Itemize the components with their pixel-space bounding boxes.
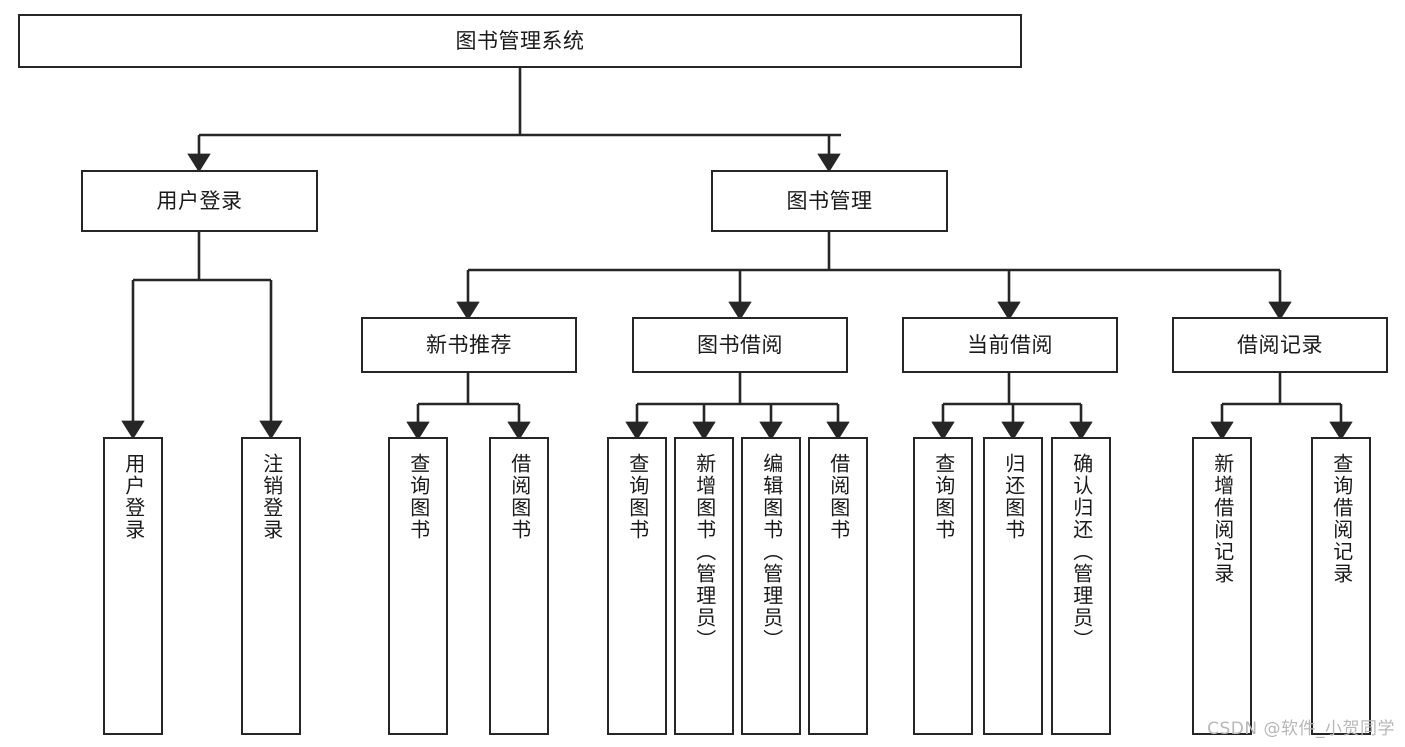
node-label: 图书管理系统 [455, 28, 585, 53]
node-root-system[interactable]: 图书管理系统 [18, 14, 1022, 68]
node-label: 归还图书 [1001, 453, 1026, 541]
node-book-borrow[interactable]: 图书借阅 [632, 317, 848, 373]
node-label: 借阅图书 [507, 453, 532, 541]
node-leaf-borrow-book[interactable]: 借阅图书 [808, 437, 868, 735]
node-label: 图书管理 [786, 188, 873, 213]
node-leaf-add-book-admin[interactable]: 新增图书（管理员） [674, 437, 734, 735]
node-label: 新增图书（管理员） [692, 453, 717, 651]
node-label: 用户登录 [156, 188, 243, 213]
node-leaf-user-login[interactable]: 用户登录 [103, 437, 163, 735]
node-leaf-query-book-current[interactable]: 查询图书 [913, 437, 973, 735]
node-current-borrow[interactable]: 当前借阅 [902, 317, 1118, 373]
node-leaf-return-book[interactable]: 归还图书 [983, 437, 1043, 735]
node-label: 当前借阅 [967, 332, 1053, 357]
node-label: 借阅图书 [826, 453, 851, 541]
node-new-book-recommend[interactable]: 新书推荐 [361, 317, 577, 373]
node-label: 注销登录 [259, 453, 284, 541]
node-leaf-edit-book-admin[interactable]: 编辑图书（管理员） [741, 437, 801, 735]
node-label: 图书借阅 [697, 332, 783, 357]
node-leaf-confirm-return-admin[interactable]: 确认归还（管理员） [1051, 437, 1111, 735]
node-label: 编辑图书（管理员） [759, 453, 784, 651]
node-label: 新书推荐 [426, 332, 512, 357]
node-borrow-record[interactable]: 借阅记录 [1172, 317, 1388, 373]
node-book-management[interactable]: 图书管理 [711, 170, 948, 232]
node-label: 用户登录 [121, 453, 146, 541]
node-leaf-add-borrow-record[interactable]: 新增借阅记录 [1192, 437, 1252, 735]
node-leaf-query-book-recommend[interactable]: 查询图书 [388, 437, 448, 735]
node-label: 查询图书 [931, 453, 956, 541]
node-label: 新增借阅记录 [1210, 453, 1235, 585]
node-label: 查询借阅记录 [1329, 453, 1354, 585]
node-label: 借阅记录 [1237, 332, 1323, 357]
node-leaf-borrow-book-recommend[interactable]: 借阅图书 [489, 437, 549, 735]
node-label: 确认归还（管理员） [1069, 453, 1094, 651]
node-leaf-query-borrow-record[interactable]: 查询借阅记录 [1311, 437, 1371, 735]
node-user-login[interactable]: 用户登录 [81, 170, 318, 232]
node-label: 查询图书 [625, 453, 650, 541]
node-leaf-logout[interactable]: 注销登录 [241, 437, 301, 735]
node-label: 查询图书 [406, 453, 431, 541]
node-leaf-query-book-borrow[interactable]: 查询图书 [607, 437, 667, 735]
